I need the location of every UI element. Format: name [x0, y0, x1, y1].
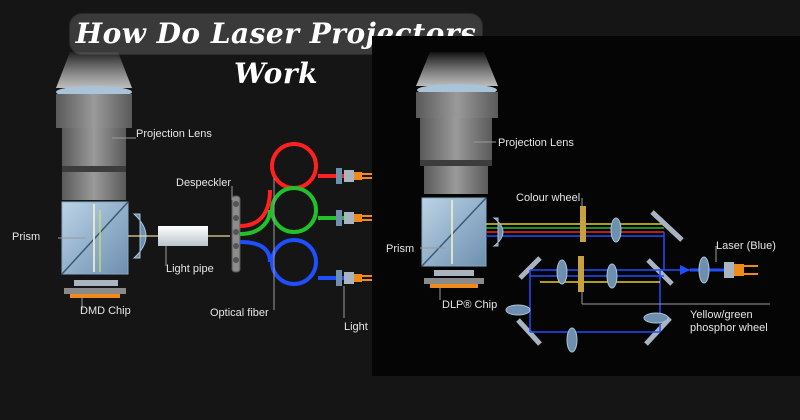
dlp-chip: [424, 270, 484, 288]
label-dmd-chip: DMD Chip: [80, 305, 131, 317]
projection-light-cone-right: [416, 52, 498, 86]
fiber-loops: [239, 142, 352, 286]
label-projection-lens-right: Projection Lens: [498, 137, 574, 149]
projection-lens-right: [416, 84, 498, 194]
relay-lens-5: [566, 327, 578, 353]
label-phosphor-wheel-line2: phosphor wheel: [690, 322, 768, 334]
page-title: How Do Laser Projectors Work: [70, 14, 482, 90]
despeckler: [231, 195, 241, 273]
phosphor-wheel: [578, 256, 584, 292]
projection-light-cone: [56, 52, 132, 88]
label-projection-lens-left: Projection Lens: [136, 128, 212, 140]
label-light: Light: [344, 321, 368, 333]
label-prism-right: Prism: [386, 243, 414, 255]
label-prism-left: Prism: [12, 231, 40, 243]
relay-lens-2: [556, 259, 568, 285]
relay-lens-3: [606, 263, 618, 289]
projection-lens-left: [56, 86, 132, 200]
label-phosphor-wheel-line1: Yellow/green: [690, 309, 753, 321]
label-colour-wheel: Colour wheel: [516, 192, 580, 204]
blue-laser-source: [680, 256, 758, 284]
dmd-chip: [64, 280, 126, 298]
mirror-right-bottom: [644, 316, 672, 346]
label-light-pipe: Light pipe: [166, 263, 214, 275]
prism-right: [421, 197, 487, 267]
mirror-top-right: [650, 210, 684, 242]
condenser-lens-right: [492, 217, 504, 247]
label-despeckler: Despeckler: [176, 177, 231, 189]
label-optical-fiber: Optical fiber: [210, 307, 269, 319]
label-dlp-chip: DLP® Chip: [442, 299, 497, 311]
relay-lens-4: [505, 304, 531, 316]
colour-wheel: [580, 206, 586, 242]
relay-lens-6: [643, 312, 669, 324]
laser-diodes-left: [336, 168, 372, 286]
light-pipe: [158, 226, 208, 246]
mirror-left-top: [518, 256, 542, 280]
relay-lens-1: [610, 217, 622, 243]
label-laser-blue: Laser (Blue): [716, 240, 776, 252]
left-diagram: Projection Lens Prism DMD Chip Light pip…: [12, 52, 372, 333]
right-diagram: Projection Lens Colour wheel Prism DLP® …: [386, 52, 776, 353]
mirror-left-bottom: [516, 318, 542, 346]
